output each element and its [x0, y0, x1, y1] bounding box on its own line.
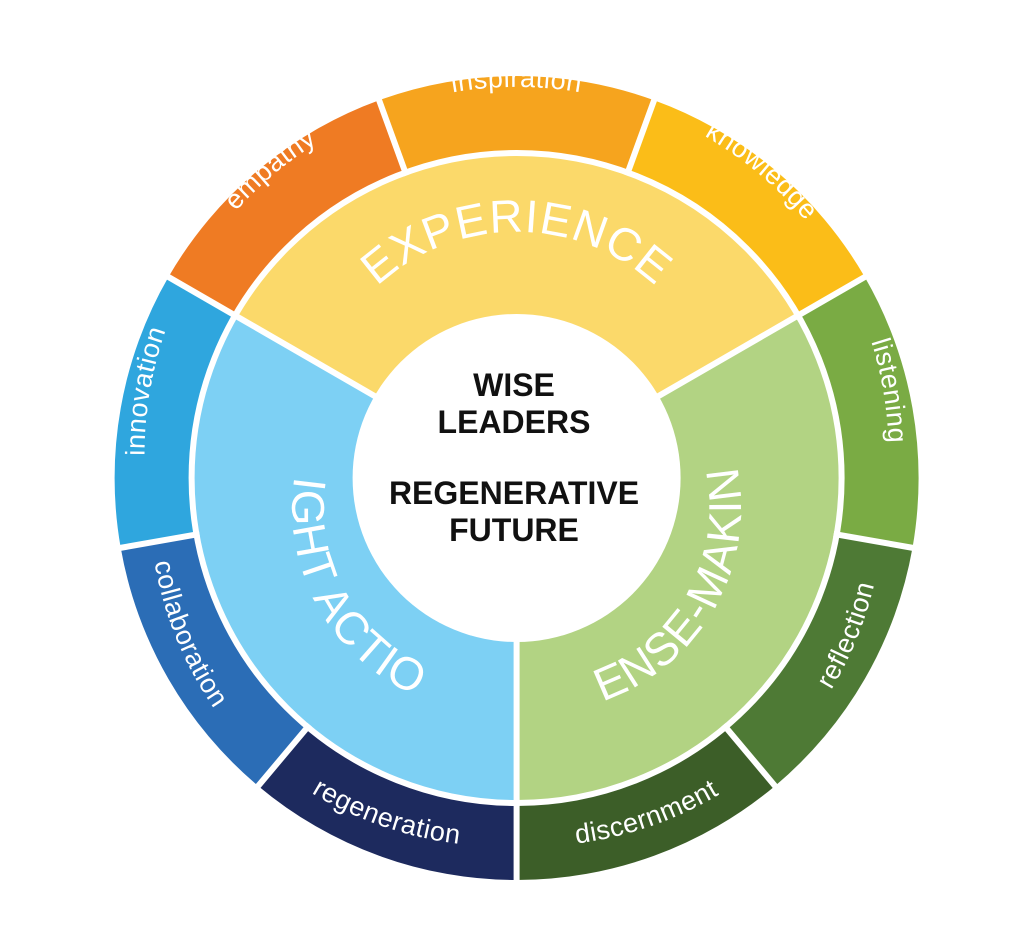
- outer-divider: [253, 722, 312, 791]
- center-circle: [352, 314, 681, 642]
- outer-segment-collaboration: [120, 534, 309, 786]
- outer-segment-regeneration: [258, 726, 517, 880]
- center-title-line-1: WISE: [473, 367, 555, 403]
- outer-divider: [833, 530, 917, 552]
- inner-segment-sense-making: [516, 315, 842, 803]
- outer-divider: [721, 722, 780, 791]
- outer-divider: [163, 272, 240, 320]
- inner-divider: [645, 313, 799, 406]
- center-subtitle-line-1: REGENERATIVE: [389, 475, 639, 511]
- ring-divider: [188, 150, 845, 806]
- inner-divider: [234, 313, 389, 406]
- outer-segment-reflection: [724, 534, 913, 786]
- center-subtitle-line-2: FUTURE: [449, 512, 579, 548]
- outer-segment-knowledge: [627, 100, 865, 317]
- outer-divider: [374, 95, 410, 177]
- outer-segment-listening: [797, 277, 919, 548]
- outer-segment-discernment: [516, 726, 776, 880]
- outer-divider: [116, 530, 201, 552]
- outer-divider: [793, 272, 870, 320]
- outer-divider: [623, 95, 659, 177]
- segment-dividers: [116, 95, 917, 884]
- outer-segment-empathy: [168, 100, 406, 317]
- inner-segment-experience: [235, 153, 799, 403]
- outer-segment-innovation: [114, 277, 237, 548]
- inner-segment-right-action: [191, 315, 517, 803]
- inner-ring: [191, 153, 842, 803]
- center-title-line-2: LEADERS: [438, 404, 591, 440]
- outer-segment-inspiration: [379, 76, 655, 174]
- outer-label-inspiration: inspiration: [449, 63, 585, 98]
- outer-ring: [114, 76, 919, 880]
